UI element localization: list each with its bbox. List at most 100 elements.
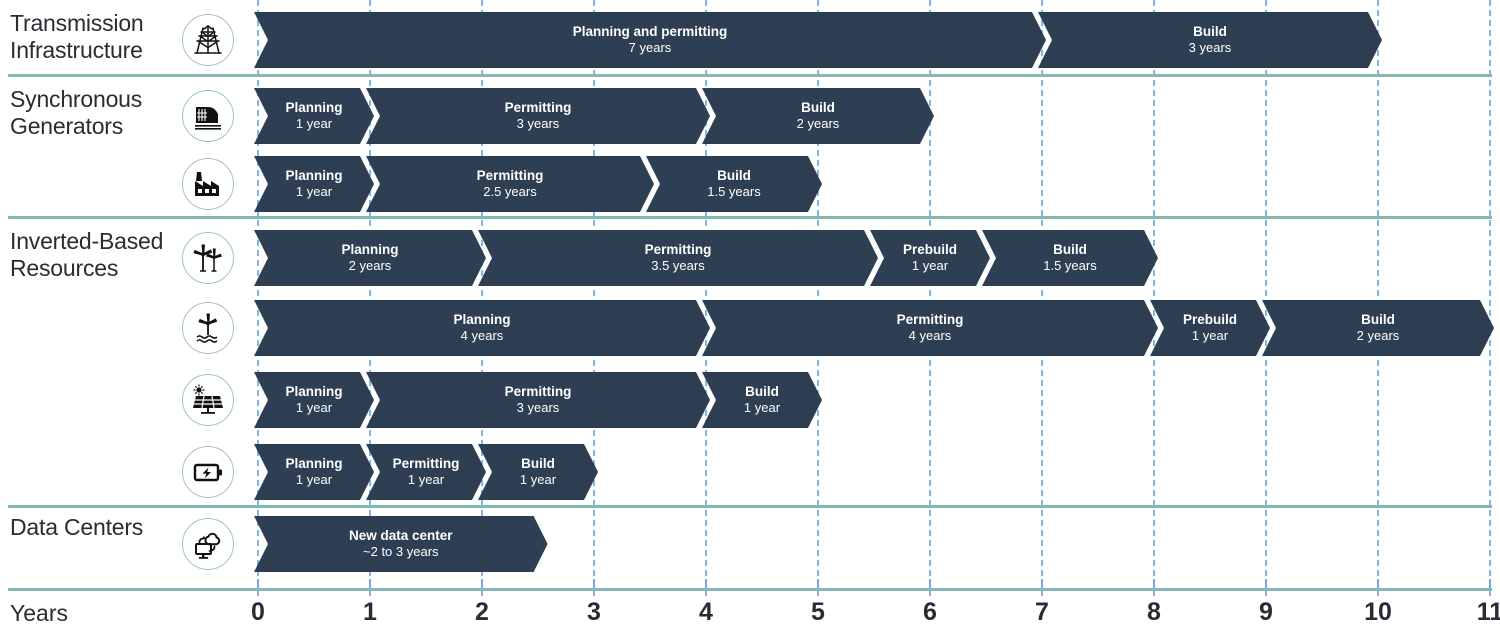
- segment-label: Planning: [285, 456, 343, 471]
- segment-label: Permitting: [896, 312, 964, 327]
- axis-tick-3: [593, 579, 595, 588]
- battery-storage-icon: [182, 446, 234, 498]
- segment-duration: 2 years: [1356, 328, 1400, 343]
- segment-duration: 1 year: [295, 116, 333, 131]
- segment-label: Planning: [285, 100, 343, 115]
- segment-duration: 1 year: [295, 472, 333, 487]
- segment-label: Build: [521, 456, 555, 471]
- axis-label-9: 9: [1259, 598, 1273, 626]
- segment-label: Build: [1361, 312, 1395, 327]
- band-separator-2: [8, 505, 1492, 508]
- onshore-wind-icon: [182, 232, 234, 284]
- segment-duration: 2 years: [796, 116, 840, 131]
- segment-duration: 1 year: [295, 184, 333, 199]
- hydro-dam-icon: [182, 90, 234, 142]
- axis-tick-5: [817, 579, 819, 588]
- segment-label: Build: [801, 100, 835, 115]
- segment-duration: 1 year: [1191, 328, 1229, 343]
- segment-label: Permitting: [644, 242, 712, 257]
- axis-tick-11: [1489, 579, 1491, 588]
- segment-duration: 1 year: [407, 472, 445, 487]
- segment-label: Permitting: [392, 456, 460, 471]
- axis-title: Years: [10, 600, 68, 626]
- factory-icon: [182, 158, 234, 210]
- axis-tick-9: [1265, 579, 1267, 588]
- segment-label: New data center: [349, 528, 453, 543]
- segment-label: Build: [1053, 242, 1087, 257]
- category-label-inverted-based-resources: Inverted-Based Resources: [10, 228, 164, 281]
- segment-label: Planning: [285, 168, 343, 183]
- segment-duration: 1.5 years: [707, 184, 761, 199]
- axis-tick-10: [1377, 579, 1379, 588]
- segment-duration: 1 year: [911, 258, 949, 273]
- timeline-segment: New data center~2 to 3 years: [254, 516, 548, 572]
- segment-label: Planning: [453, 312, 511, 327]
- segment-duration: 4 years: [908, 328, 952, 343]
- solar-panel-icon: [182, 374, 234, 426]
- segment-duration: 7 years: [628, 40, 672, 55]
- axis-tick-7: [1041, 579, 1043, 588]
- segment-label: Prebuild: [1182, 312, 1237, 327]
- segment-duration: 2.5 years: [483, 184, 537, 199]
- segment-label: Prebuild: [902, 242, 957, 257]
- offshore-wind-icon: [182, 302, 234, 354]
- axis-label-1: 1: [363, 598, 377, 626]
- segment-label: Planning: [285, 384, 343, 399]
- axis-label-5: 5: [811, 598, 825, 626]
- segment-label: Permitting: [504, 100, 572, 115]
- axis-tick-2: [481, 579, 483, 588]
- axis-tick-1: [369, 579, 371, 588]
- axis-tick-6: [929, 579, 931, 588]
- category-label-synchronous-generators: Synchronous Generators: [10, 86, 143, 139]
- segment-duration: 3 years: [516, 116, 560, 131]
- segment-label: Planning: [341, 242, 399, 257]
- axis-label-10: 10: [1364, 598, 1392, 626]
- segment-duration: 1 year: [295, 400, 333, 415]
- band-separator-1: [8, 216, 1492, 219]
- segment-duration: 1.5 years: [1043, 258, 1097, 273]
- axis-label-7: 7: [1035, 598, 1049, 626]
- segment-duration: 3 years: [1188, 40, 1232, 55]
- axis-label-4: 4: [699, 598, 713, 626]
- axis-line: [8, 588, 1492, 591]
- segment-duration: 3.5 years: [651, 258, 705, 273]
- axis-label-6: 6: [923, 598, 937, 626]
- category-label-transmission-infrastructure: Transmission Infrastructure: [10, 10, 144, 63]
- segment-label: Build: [717, 168, 751, 183]
- axis-label-0: 0: [251, 598, 265, 626]
- category-label-data-centers: Data Centers: [10, 514, 144, 540]
- segment-duration: 3 years: [516, 400, 560, 415]
- axis-tick-4: [705, 579, 707, 588]
- axis-label-8: 8: [1147, 598, 1161, 626]
- segment-label: Build: [745, 384, 779, 399]
- timeline-row: New data center~2 to 3 years: [0, 516, 1500, 572]
- segment-duration: 1 year: [743, 400, 781, 415]
- axis-tick-8: [1153, 579, 1155, 588]
- segment-label: Permitting: [504, 384, 572, 399]
- axis-tick-0: [257, 579, 259, 588]
- segment-duration: 2 years: [348, 258, 392, 273]
